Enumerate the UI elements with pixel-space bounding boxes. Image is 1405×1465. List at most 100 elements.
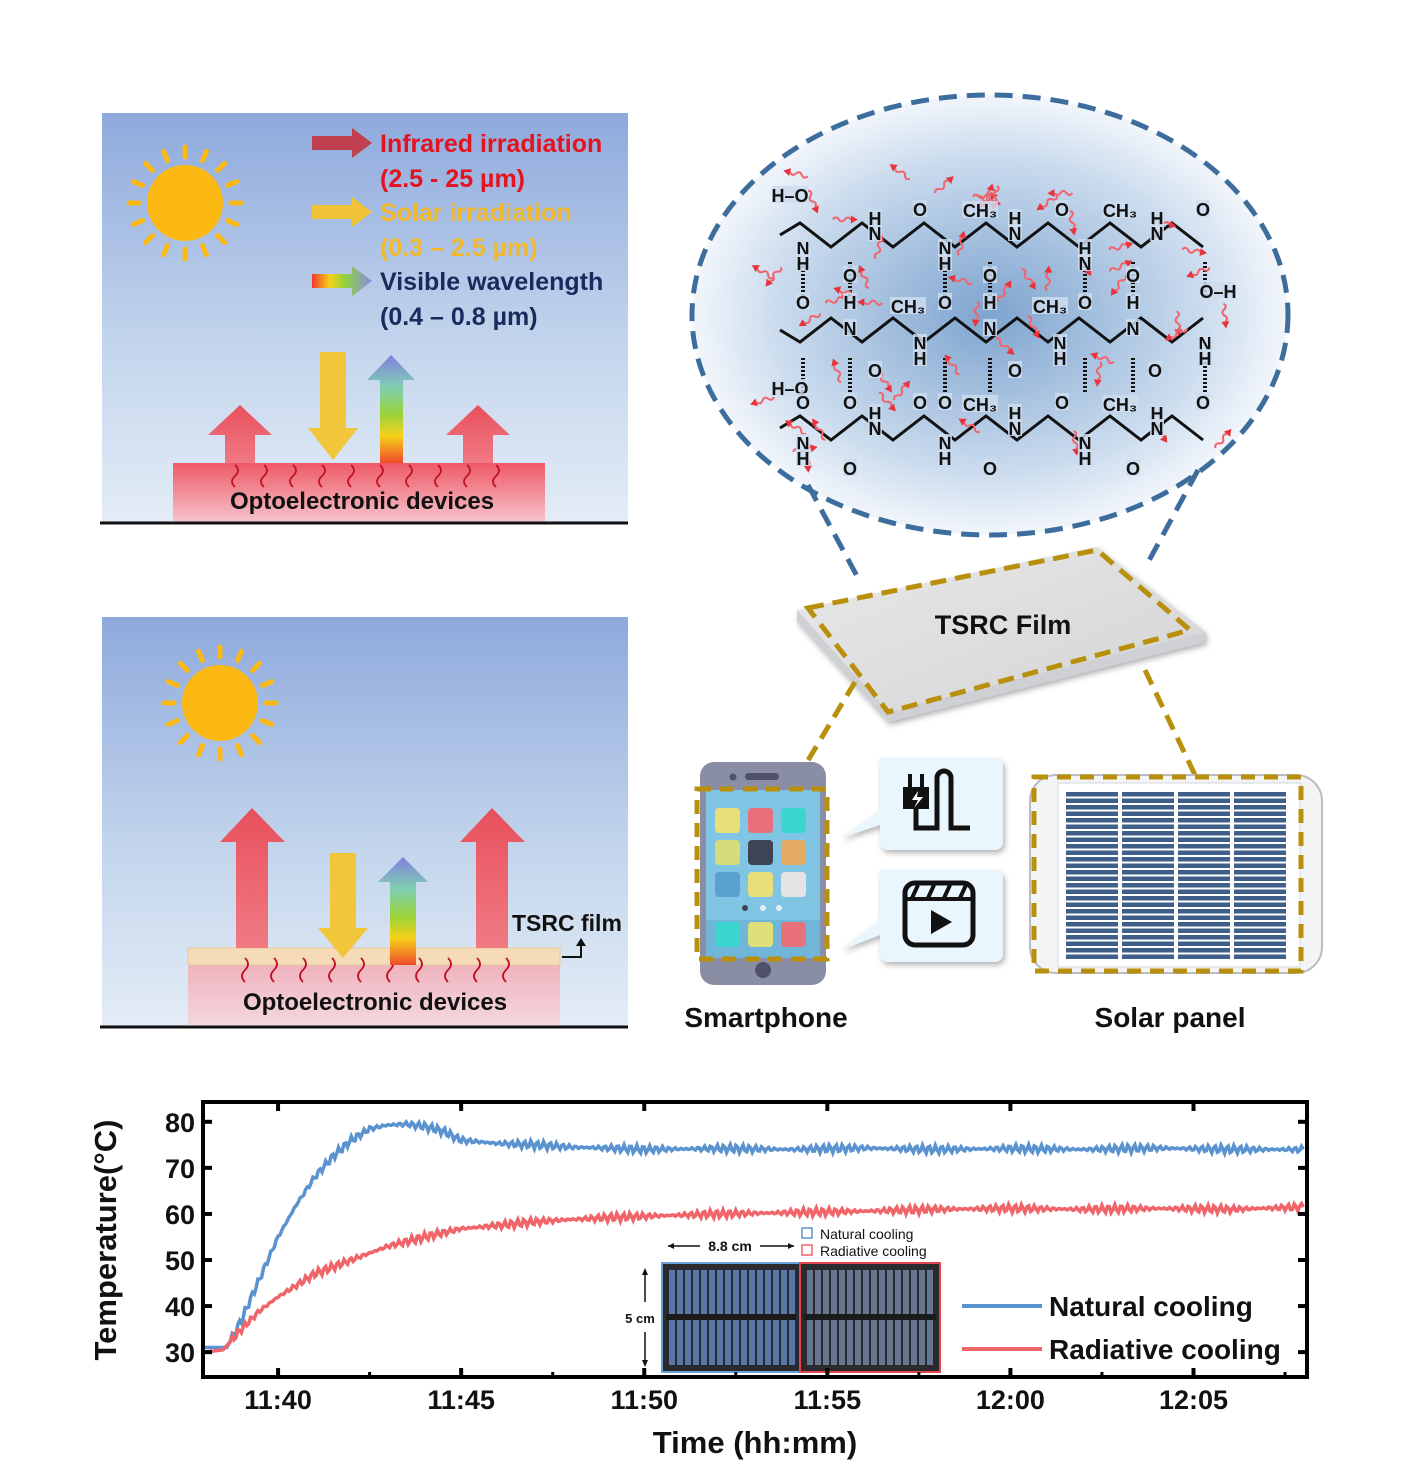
pointer-arrow-icon [562,944,582,958]
atom-label: CH₃ [963,395,997,415]
x-axis-title: Time (hh:mm) [653,1425,857,1460]
ir-wave-arrow-icon [765,266,783,287]
legend-range: (0.3 – 2.5 µm) [380,234,538,262]
ir-wave-arrow-icon [832,215,858,224]
smartphone-label: Smartphone [684,1002,847,1033]
ir-wave-arrow-icon [784,420,807,436]
y-tick-label: 50 [165,1246,195,1276]
ir-wave-arrow-icon [812,418,826,441]
ir-wave-arrow-icon [1021,268,1036,290]
ir-wave-arrow-icon [1221,302,1230,329]
ir-wave-arrow-icon [1186,267,1211,278]
atom-label: O [796,293,810,313]
atom-label: N [844,319,857,339]
pointer-arrowhead-icon [576,938,586,946]
ir-wave-arrow-icon [889,164,911,181]
ir-wave-arrow-icon [1214,428,1232,449]
ir-wave-arrow-icon [1108,260,1133,272]
atom-label: N [1079,254,1092,274]
atom-label: H [797,254,810,274]
atom-label: H [914,349,927,369]
atom-label: N [1009,419,1022,439]
atom-label: H [1079,449,1092,469]
atom-label: H [939,254,952,274]
ir-wave-arrow-icon [783,168,809,179]
y-tick-label: 30 [165,1338,195,1368]
ir-wave-arrow-icon [956,230,967,256]
ir-wave-arrow-icon [995,337,1015,355]
atom-label: H [869,209,882,229]
solar-arrow-icon [312,197,372,227]
ir-wave-arrow-icon [971,301,981,327]
atom-label: H [1054,349,1067,369]
ir-wave-arrow-icon [1027,315,1040,339]
film-connector [1142,668,1198,777]
atom-label: O [983,459,997,479]
series-line-radiative [204,1199,1305,1354]
inset-legend-radiative: Radiative cooling [820,1243,927,1259]
device-block [173,463,545,523]
ir-wave-arrow-icon [1044,265,1053,292]
zoom-connector [805,483,861,580]
atom-label: O [938,393,952,413]
ir-wave-arrow-icon [1110,275,1127,296]
device-label: Optoelectronic devices [230,488,494,515]
atom-label: CH₃ [891,297,925,317]
x-tick-label: 11:40 [244,1385,312,1415]
atom-label: N [869,224,882,244]
infrared-up-arrow-icon [208,405,272,463]
atom-label: O [913,200,927,220]
legend-solar: Solar irradiation (0.3 – 2.5 µm) [312,197,572,262]
infrared-up-arrow-icon [446,405,510,463]
film-label: TSRC Film [935,610,1072,640]
atom-label: O [913,393,927,413]
atom-label: N [869,419,882,439]
ir-wave-arrow-icon [1068,209,1078,236]
atom-label: O [1126,459,1140,479]
ir-wave-arrow-icon [893,380,911,401]
legend-range: (0.4 – 0.8 µm) [380,303,538,331]
heat-waves [231,464,500,488]
charger-plug-icon [903,768,970,831]
atom-label: H–O [771,186,808,206]
x-tick-label: 12:05 [1159,1385,1228,1415]
infrared-up-arrow-icon [220,808,285,948]
x-tick-label: 12:00 [976,1385,1045,1415]
y-tick-label: 40 [165,1292,195,1322]
ir-wave-arrow-icon [751,265,774,280]
atom-label: O [1196,393,1210,413]
atom-label: O [983,266,997,286]
legend-range: (2.5 - 25 µm) [380,165,525,193]
atom-label: H [797,449,810,469]
atom-label: H [984,293,997,313]
y-axis-title: Temperature(°C) [88,1120,123,1361]
zoom-ellipse [689,92,1291,538]
ir-wave-arrow-icon [798,313,822,327]
legend-visible: Visible wavelength (0.4 – 0.8 µm) [312,266,603,331]
sun-icon [126,144,244,262]
atom-label: O [1055,393,1069,413]
ir-wave-arrow-icon [1036,195,1059,211]
atom-label: O [1196,200,1210,220]
film-connector [792,680,858,784]
radiative-cooling-photo-frame [799,1262,941,1373]
atom-label: N [1127,319,1140,339]
inset-photos: 8.8 cm 5 cm Natural cooling Radiative co… [625,1226,941,1373]
tsrc-film-layer [187,947,561,966]
ir-wave-arrow-icon [1093,361,1103,387]
solar-panel-label: Solar panel [1095,1002,1246,1033]
ir-wave-arrow-icon [1108,241,1134,251]
ir-wave-arrow-icon [807,189,819,214]
atom-label: O [868,361,882,381]
atom-label: H [1199,349,1212,369]
ir-wave-arrow-icon [857,298,884,307]
device-label: Optoelectronic devices [243,989,507,1016]
chart-legend: Natural cooling Radiative cooling [962,1291,1281,1365]
solar-down-arrow-icon [308,352,358,460]
visible-arrow-icon [312,266,372,296]
atom-label: CH₃ [963,201,997,221]
atom-label: N [984,319,997,339]
